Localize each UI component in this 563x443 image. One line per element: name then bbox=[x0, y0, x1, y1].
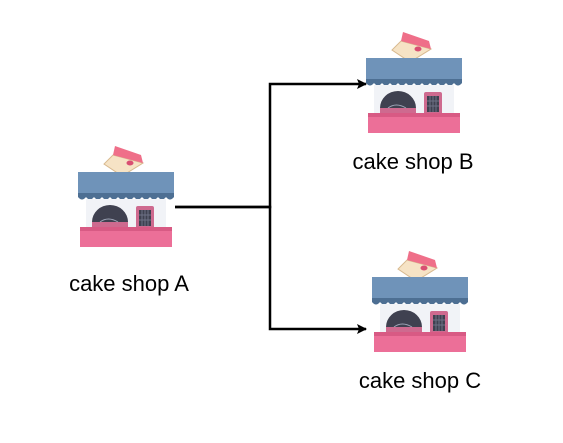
cake-shop-icon bbox=[77, 145, 175, 248]
connector-a-to-b bbox=[175, 79, 367, 209]
cake-shop-icon bbox=[365, 31, 463, 134]
cake-shop-c-label: cake shop C bbox=[359, 368, 481, 393]
cake-shop-a-label: cake shop A bbox=[69, 271, 189, 296]
cake-shop-a-node[interactable]: cake shop A bbox=[69, 145, 189, 296]
cake-shop-c-node[interactable]: cake shop C bbox=[359, 250, 481, 393]
connector-a-to-c bbox=[175, 205, 367, 334]
cake-shop-b-node[interactable]: cake shop B bbox=[352, 31, 474, 174]
cake-shop-b-label: cake shop B bbox=[352, 149, 473, 174]
cake-shop-icon bbox=[371, 250, 469, 353]
